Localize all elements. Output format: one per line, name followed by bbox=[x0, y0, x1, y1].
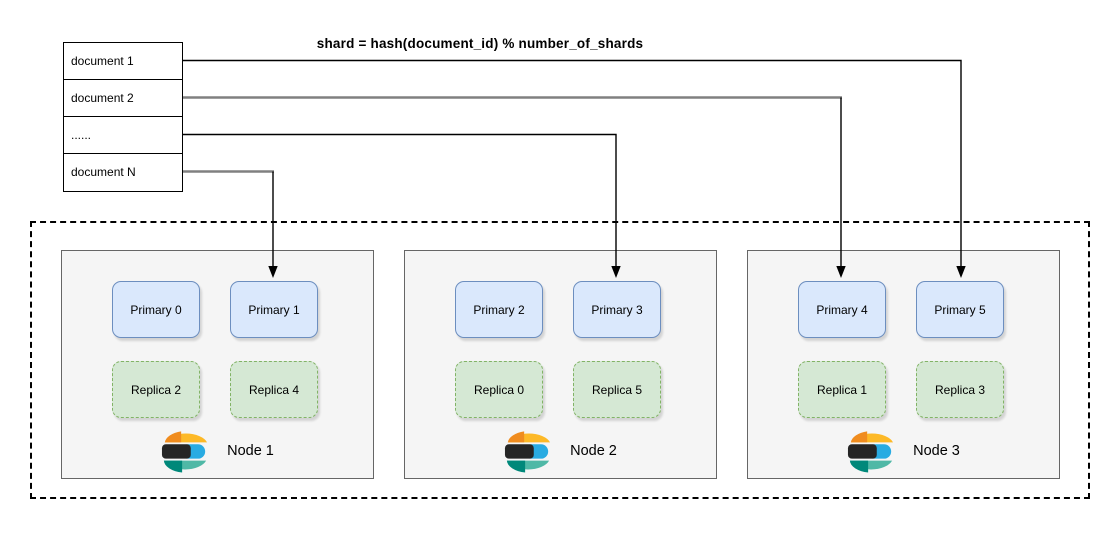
node-footer: Node 3 bbox=[748, 426, 1059, 476]
node-2-box: Primary 2 Primary 3 Replica 0 Replica 5 … bbox=[404, 250, 717, 479]
primary-shard: Primary 3 bbox=[573, 281, 661, 338]
replica-shard: Replica 4 bbox=[230, 361, 318, 418]
node-name: Node 1 bbox=[227, 443, 274, 459]
replica-shard: Replica 3 bbox=[916, 361, 1004, 418]
elasticsearch-logo-icon bbox=[162, 431, 208, 473]
document-row: document 2 bbox=[64, 80, 182, 117]
replica-shard: Replica 5 bbox=[573, 361, 661, 418]
document-row: ...... bbox=[64, 117, 182, 154]
document-row: document N bbox=[64, 154, 182, 191]
node-3-box: Primary 4 Primary 5 Replica 1 Replica 3 … bbox=[747, 250, 1060, 479]
node-name: Node 3 bbox=[913, 443, 960, 459]
document-list: document 1 document 2 ...... document N bbox=[63, 42, 183, 192]
primary-shard: Primary 0 bbox=[112, 281, 200, 338]
replica-shard: Replica 0 bbox=[455, 361, 543, 418]
document-row: document 1 bbox=[64, 43, 182, 80]
elasticsearch-logo-icon bbox=[848, 431, 894, 473]
primary-shard: Primary 1 bbox=[230, 281, 318, 338]
node-footer: Node 2 bbox=[405, 426, 716, 476]
elasticsearch-logo-icon bbox=[505, 431, 551, 473]
shard-formula-title: shard = hash(document_id) % number_of_sh… bbox=[316, 36, 644, 51]
primary-shard: Primary 5 bbox=[916, 281, 1004, 338]
node-1-box: Primary 0 Primary 1 Replica 2 Replica 4 … bbox=[61, 250, 374, 479]
replica-shard: Replica 1 bbox=[798, 361, 886, 418]
node-footer: Node 1 bbox=[62, 426, 373, 476]
node-name: Node 2 bbox=[570, 443, 617, 459]
primary-shard: Primary 2 bbox=[455, 281, 543, 338]
replica-shard: Replica 2 bbox=[112, 361, 200, 418]
primary-shard: Primary 4 bbox=[798, 281, 886, 338]
